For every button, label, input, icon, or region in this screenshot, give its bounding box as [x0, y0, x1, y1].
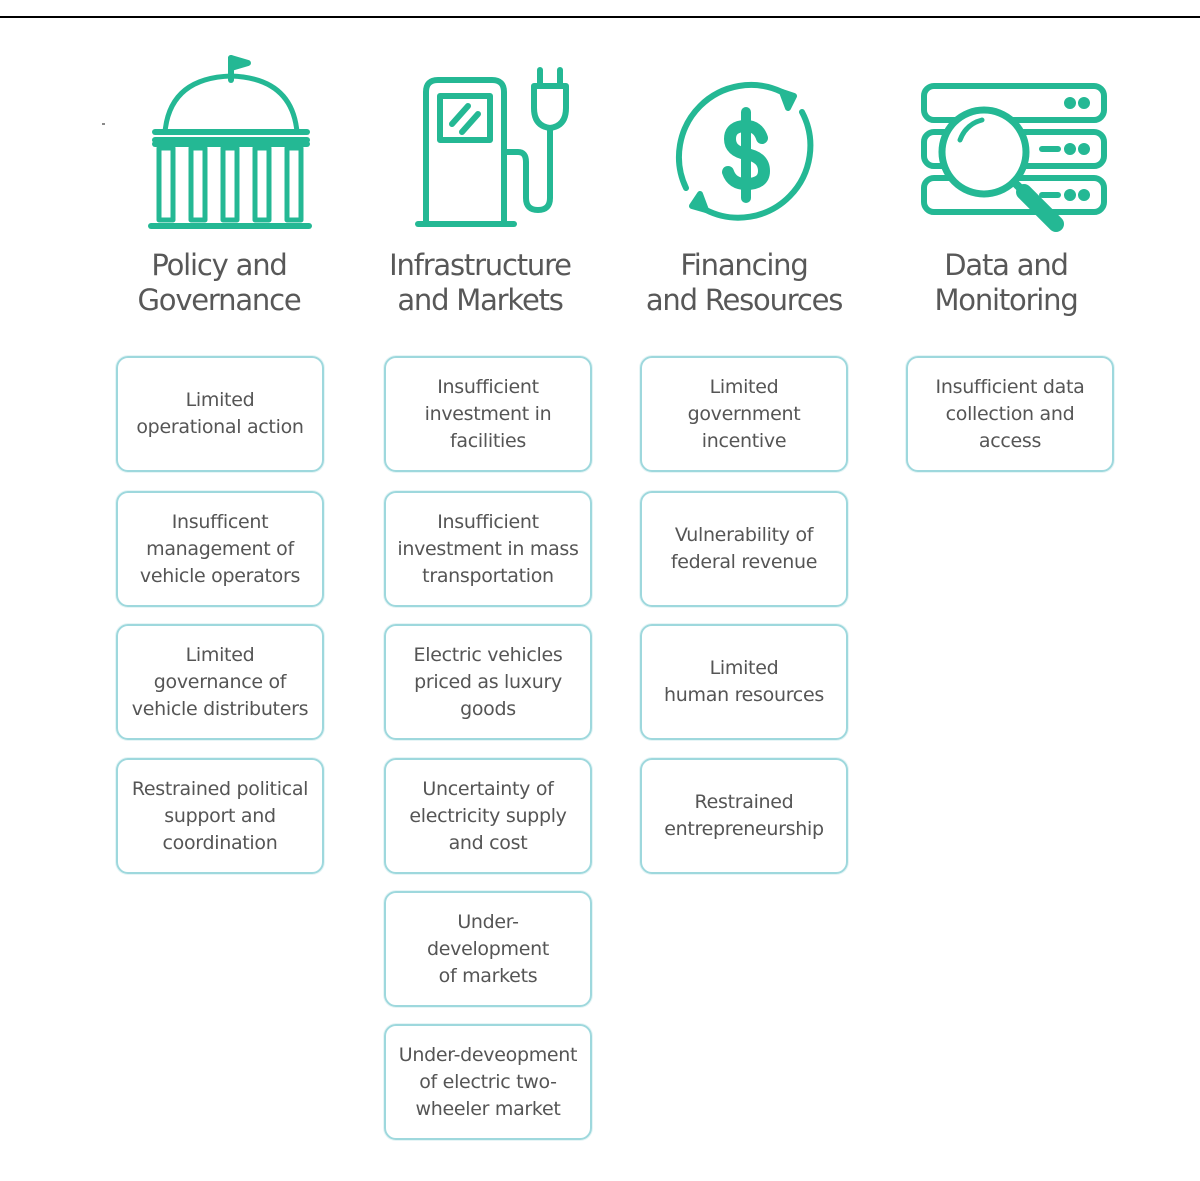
- challenge-card: Limited government incentive: [640, 356, 848, 472]
- column-title: Data and Monitoring: [934, 248, 1078, 317]
- data-server-magnifier-icon: [886, 48, 1126, 243]
- dollar-cycle-icon: [624, 48, 864, 243]
- challenge-card: Insufficient data collection and access: [906, 356, 1114, 472]
- column-title: Infrastructure and Markets: [389, 248, 572, 317]
- challenge-card: Limited human resources: [640, 624, 848, 740]
- challenge-card: Restrained political support and coordin…: [116, 758, 324, 874]
- challenge-card: Insufficient investment in mass transpor…: [384, 491, 592, 607]
- stray-mark: [102, 123, 105, 125]
- challenge-card: Restrained entrepreneurship: [640, 758, 848, 874]
- challenge-card: Electric vehicles priced as luxury goods: [384, 624, 592, 740]
- challenge-card: Vulnerability of federal revenue: [640, 491, 848, 607]
- challenge-card: Uncertainty of electricity supply and co…: [384, 758, 592, 874]
- challenge-card: Limited operational action: [116, 356, 324, 472]
- top-rule: [0, 16, 1200, 18]
- column-title: Policy and Governance: [137, 248, 302, 317]
- government-building-icon: [99, 48, 339, 243]
- challenge-card: Under-deveopment of electric two- wheele…: [384, 1024, 592, 1140]
- challenge-card: Insufficient investment in facilities: [384, 356, 592, 472]
- charging-station-icon: [360, 48, 600, 243]
- column-title: Financing and Resources: [645, 248, 843, 317]
- challenge-card: Limited governance of vehicle distribute…: [116, 624, 324, 740]
- challenge-card: Insufficent management of vehicle operat…: [116, 491, 324, 607]
- challenge-card: Under- development of markets: [384, 891, 592, 1007]
